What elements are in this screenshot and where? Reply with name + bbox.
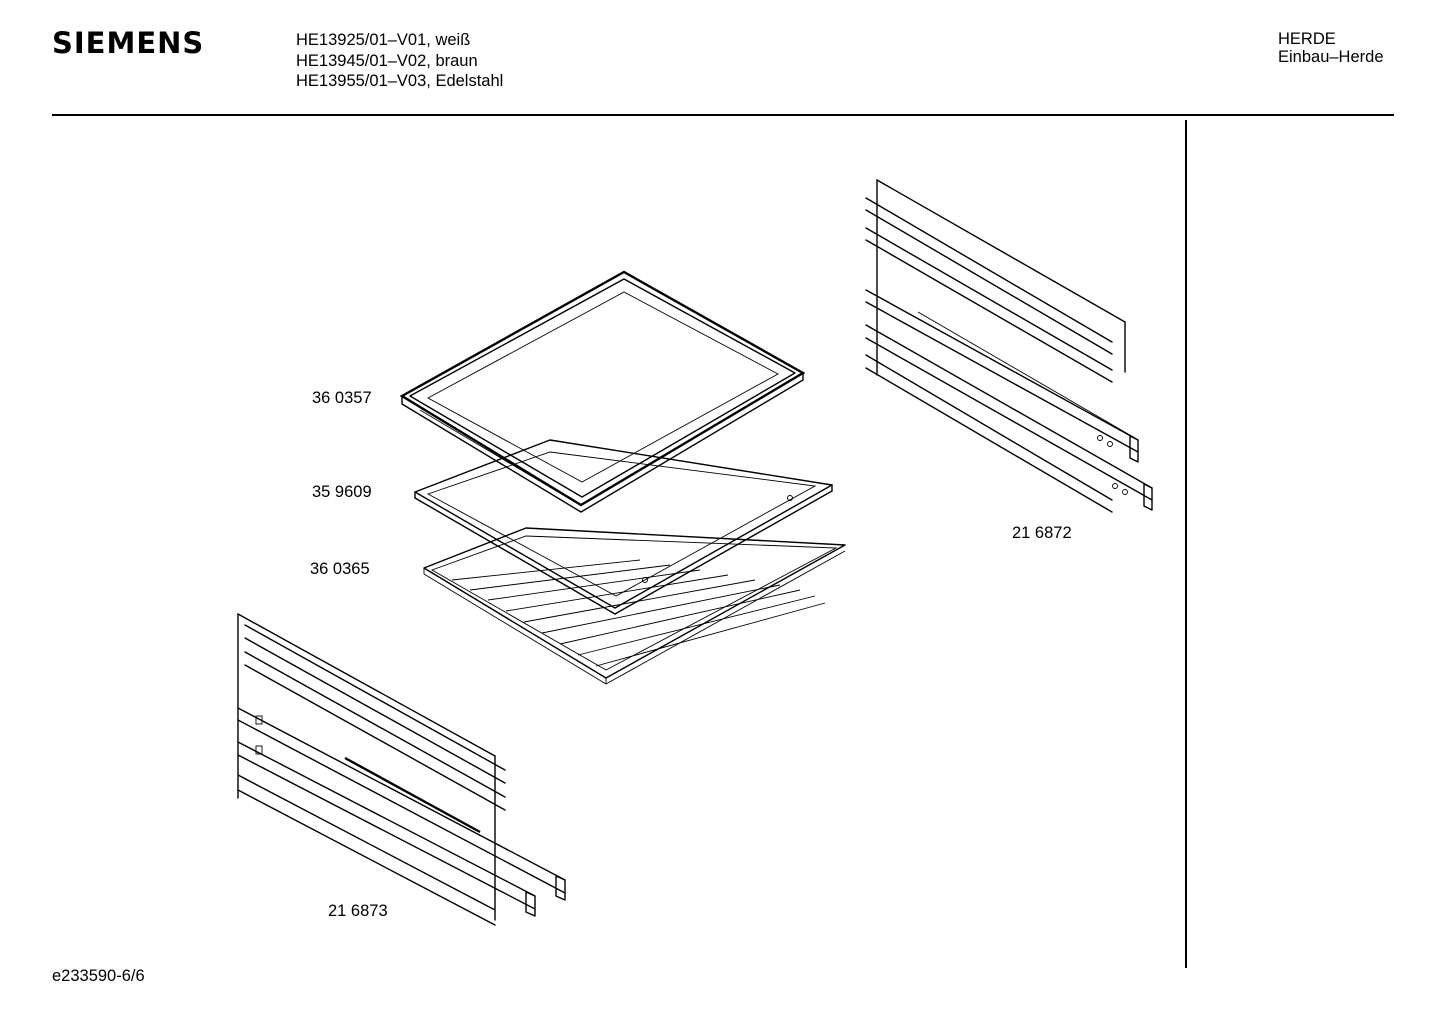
- model-line: HE13955/01–V03, Edelstahl: [296, 72, 504, 90]
- rail-left-part[interactable]: [237, 613, 566, 926]
- model-list: HE13925/01–V01, weiß HE13945/01–V02, bra…: [296, 30, 503, 92]
- subcategory-title: Einbau–Herde: [1278, 48, 1384, 66]
- grid-rack-part[interactable]: [423, 527, 846, 685]
- model-line: HE13925/01–V01, weiß: [296, 31, 471, 49]
- rail-right-part[interactable]: [865, 179, 1153, 513]
- part-number-label: 21 6873: [328, 902, 388, 920]
- part-number-label: 36 0365: [310, 560, 370, 578]
- header-divider: [52, 114, 1394, 116]
- baking-tray-part[interactable]: [399, 270, 806, 513]
- part-number-label: 36 0357: [312, 389, 372, 407]
- model-line: HE13945/01–V02, braun: [296, 51, 478, 70]
- part-number-label: 21 6872: [1012, 524, 1072, 542]
- brand-logo: SIEMENS: [52, 26, 205, 60]
- category-title: HERDE: [1278, 30, 1336, 48]
- frame-part[interactable]: [414, 439, 833, 615]
- category-block: HERDE Einbau–Herde: [1278, 30, 1384, 66]
- part-number-label: 35 9609: [312, 483, 372, 501]
- drawing-id: e233590-6/6: [52, 967, 145, 985]
- side-divider: [1185, 120, 1187, 968]
